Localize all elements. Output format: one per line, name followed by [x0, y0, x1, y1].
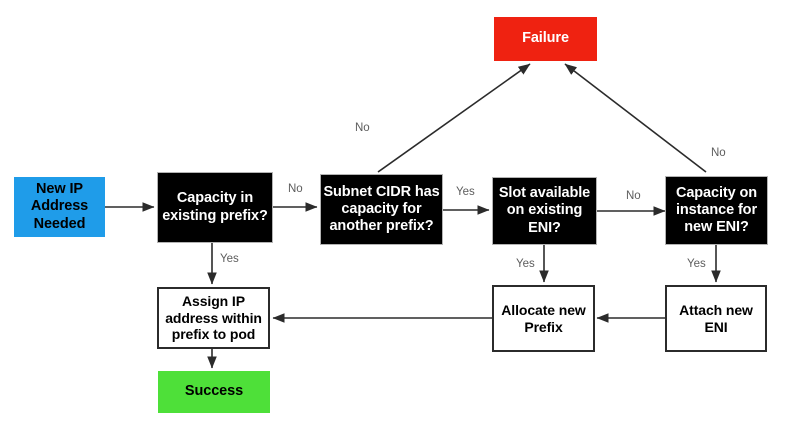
edge-label-instance-no: No: [711, 147, 726, 159]
node-label: Failure: [522, 30, 569, 47]
node-label: Attach new ENI: [679, 301, 753, 335]
node-label: Capacity in existing prefix?: [162, 190, 268, 224]
node-label: Slot available on existing ENI?: [498, 185, 591, 236]
node-capacity-in-existing-prefix[interactable]: Capacity in existing prefix?: [157, 172, 273, 243]
node-new-ip-address-needed[interactable]: New IP Address Needed: [14, 177, 105, 237]
node-subnet-cidr-has-capacity[interactable]: Subnet CIDR has capacity for another pre…: [320, 174, 443, 245]
node-capacity-on-instance-for-new-eni[interactable]: Capacity on instance for new ENI?: [665, 176, 768, 245]
edge-label-subnet-yes: Yes: [456, 186, 475, 198]
node-label: Capacity on instance for new ENI?: [675, 184, 758, 236]
node-attach-new-eni[interactable]: Attach new ENI: [665, 285, 767, 352]
node-label: Success: [184, 383, 244, 400]
node-success[interactable]: Success: [158, 371, 270, 413]
edge-label-capacity-no: No: [288, 183, 303, 195]
edge-label-capacity-yes: Yes: [220, 253, 239, 265]
node-label: Subnet CIDR has capacity for another pre…: [323, 183, 440, 235]
node-label: New IP Address Needed: [30, 181, 89, 232]
edge-label-subnet-no: No: [355, 122, 370, 134]
edge-label-slot-yes: Yes: [516, 258, 535, 270]
node-assign-ip-address-within-prefix-to-pod[interactable]: Assign IP address within prefix to pod: [157, 287, 270, 349]
edge-label-instance-yes: Yes: [687, 258, 706, 270]
edge-subnet-to-failure: [377, 63, 531, 173]
edge-instance-to-failure: [564, 63, 707, 173]
node-allocate-new-prefix[interactable]: Allocate new Prefix: [492, 285, 595, 352]
node-slot-available-on-existing-eni[interactable]: Slot available on existing ENI?: [492, 177, 597, 245]
node-label: Assign IP address within prefix to pod: [165, 293, 262, 343]
node-failure[interactable]: Failure: [494, 17, 597, 61]
node-label: Allocate new Prefix: [501, 301, 586, 335]
edge-label-slot-no: No: [626, 190, 641, 202]
